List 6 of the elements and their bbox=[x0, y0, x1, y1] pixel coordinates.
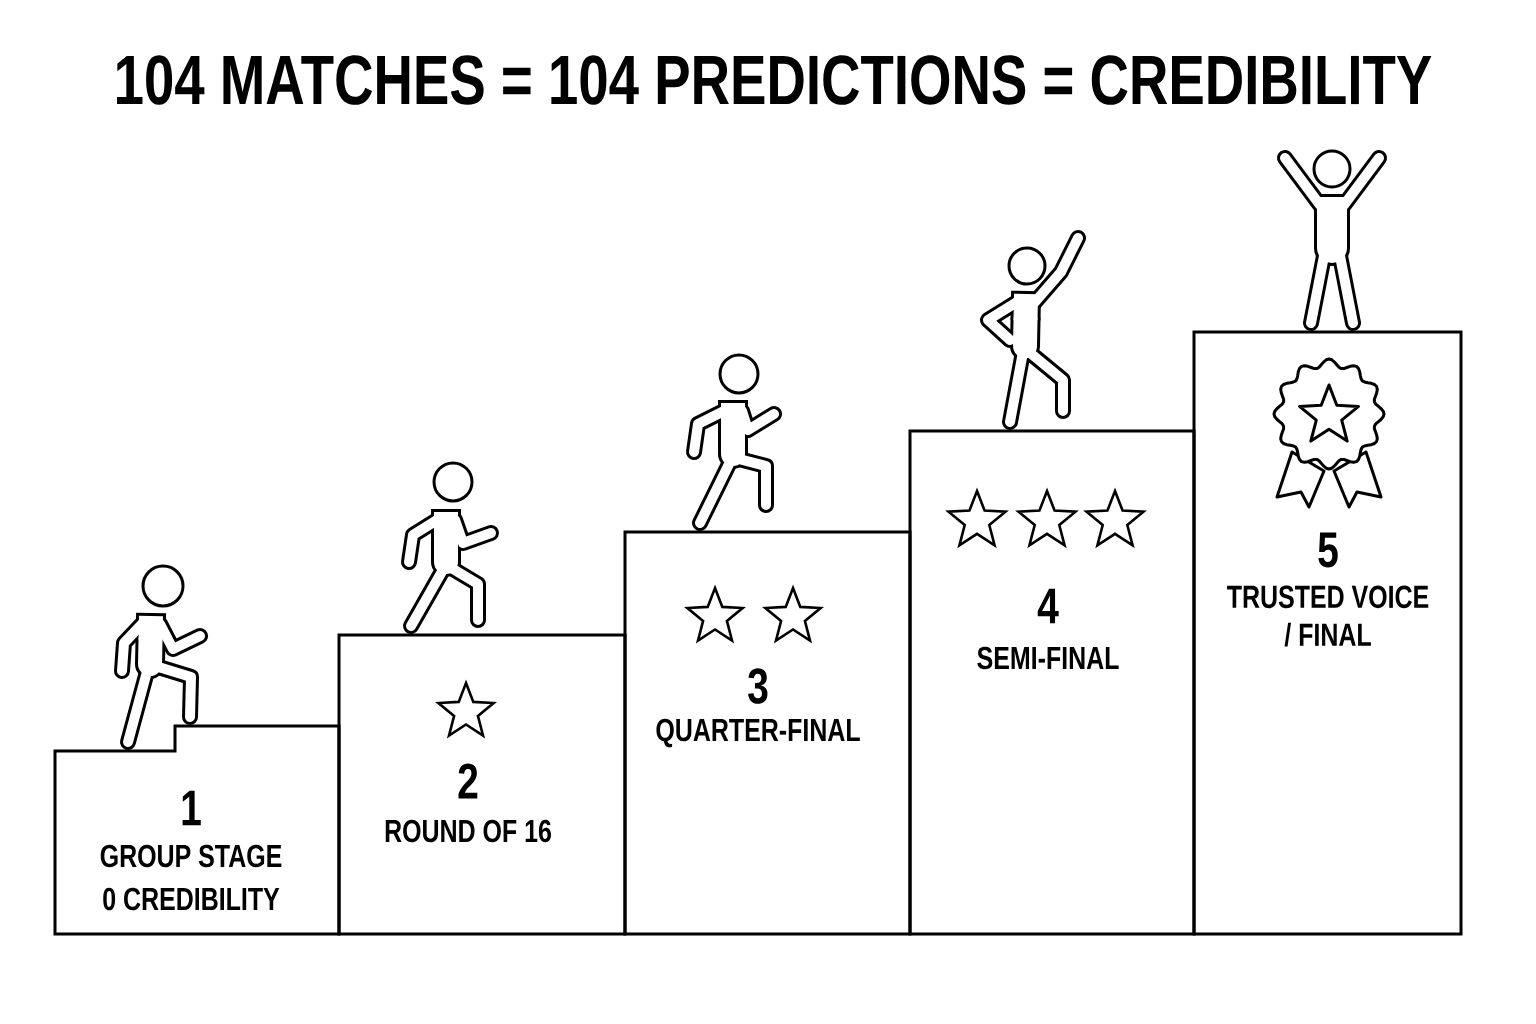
podium-step: 5 TRUSTED VOICE / FINAL bbox=[1192, 330, 1463, 936]
podium-step: 4 SEMI-FINAL bbox=[908, 429, 1196, 936]
podium-step: 2 ROUND OF 16 bbox=[337, 633, 627, 936]
podium-step: 1 GROUP STAGE 0 CREDIBILITY bbox=[53, 724, 341, 936]
podium-step: 3 QUARTER-FINAL bbox=[623, 530, 912, 936]
title: 104 MATCHES = 104 PREDICTIONS = CREDIBILITY bbox=[117, 55, 1432, 105]
